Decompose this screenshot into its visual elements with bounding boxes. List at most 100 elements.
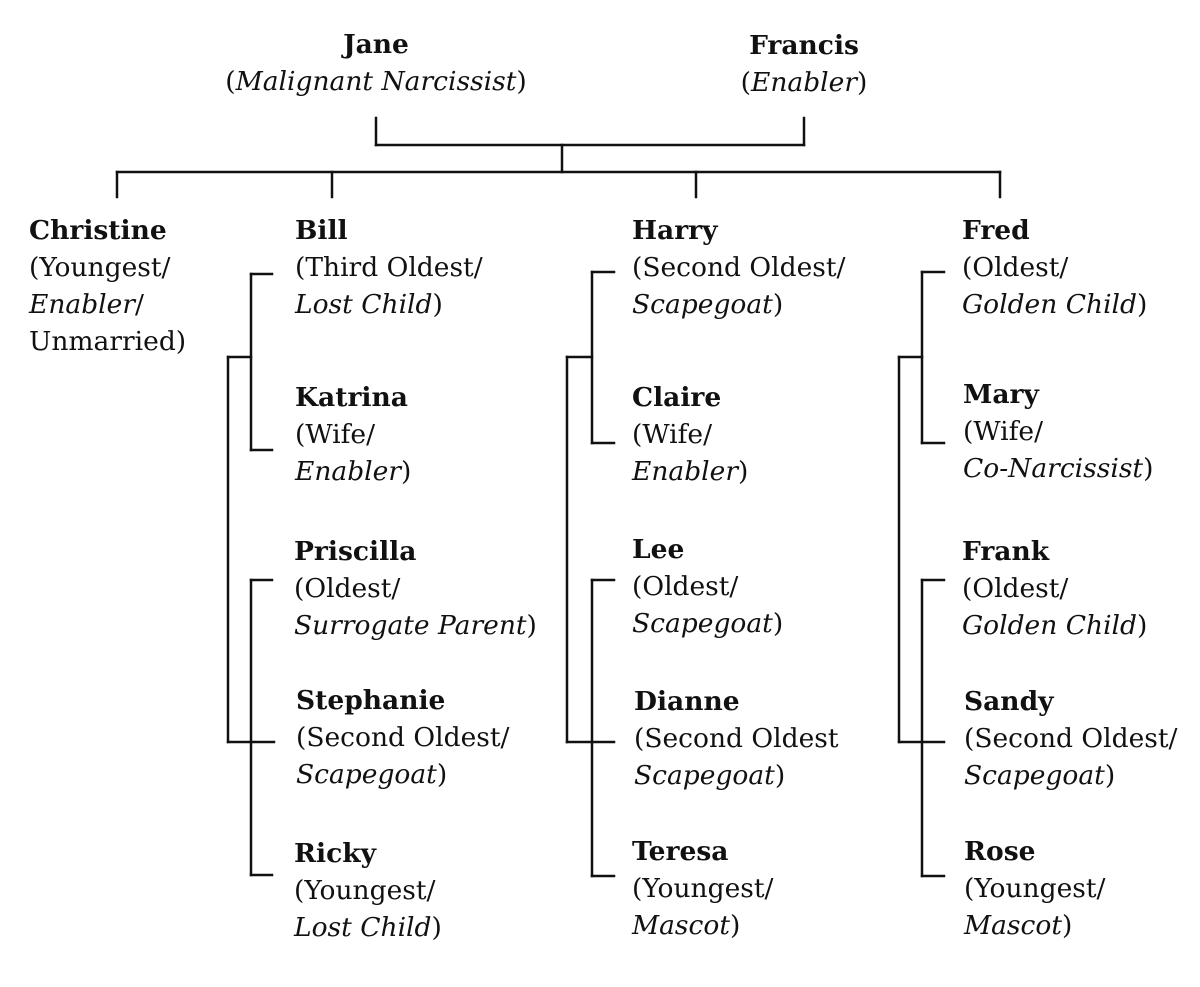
person-role-line: (Second Oldest <box>634 720 839 757</box>
person-role-line: (Youngest/ <box>632 870 773 907</box>
role-text: ) <box>1137 289 1148 320</box>
person-bill: Bill (Third Oldest/Lost Child) <box>295 212 483 323</box>
role-label: Lost Child <box>295 289 433 320</box>
role-text: ) <box>772 608 784 639</box>
role-text: ) <box>1104 760 1116 791</box>
role-text: (Second Oldest/ <box>964 723 1178 754</box>
role-label: Surrogate Parent <box>294 610 527 641</box>
person-role-line: (Second Oldest/ <box>964 720 1177 757</box>
role-text: ) <box>1143 453 1154 484</box>
role-text: ) <box>729 910 741 941</box>
person-role-line: Golden Child) <box>962 286 1147 323</box>
person-harry: Harry (Second Oldest/Scapegoat) <box>632 212 845 323</box>
person-name: Lee <box>632 534 685 565</box>
person-sandy: Sandy (Second Oldest/Scapegoat) <box>964 683 1177 794</box>
person-name: Sandy <box>964 686 1054 717</box>
role-text: ) <box>1137 610 1148 641</box>
role-text: ) <box>526 610 537 641</box>
person-role-line: Scapegoat) <box>632 605 783 642</box>
person-francis: Francis(Enabler) <box>704 27 904 101</box>
person-role-line: (Second Oldest/ <box>632 249 845 286</box>
role-text: (Third Oldest/ <box>295 252 483 283</box>
person-role-line: (Youngest/ <box>294 872 442 909</box>
role-label: Lost Child <box>294 912 432 943</box>
role-text: (Wife/ <box>295 419 376 450</box>
role-text: ) <box>516 66 527 97</box>
role-text: ) <box>401 456 412 487</box>
person-role-line: (Youngest/ <box>29 249 186 286</box>
person-role-line: Scapegoat) <box>634 757 839 794</box>
person-name: Stephanie <box>296 685 446 716</box>
person-name: Priscilla <box>294 536 417 567</box>
person-name: Bill <box>295 215 348 246</box>
person-teresa: Teresa (Youngest/Mascot) <box>632 833 773 944</box>
person-role-line: Lost Child) <box>295 286 483 323</box>
role-label: Malignant Narcissist <box>235 66 517 97</box>
person-christine: Christine(Youngest/Enabler/Unmarried) <box>29 212 186 360</box>
person-role-line: Co-Narcissist) <box>963 450 1153 487</box>
role-label: Scapegoat <box>964 760 1105 791</box>
role-text: ) <box>857 67 868 98</box>
person-role-line: (Wife/ <box>295 416 411 453</box>
person-role-line: (Oldest/ <box>294 570 537 607</box>
role-text: (Oldest/ <box>962 573 1069 604</box>
role-label: Enabler <box>295 456 401 487</box>
role-text: (Wife/ <box>963 416 1044 447</box>
role-text: ( <box>225 66 236 97</box>
role-text: (Second Oldest/ <box>632 252 846 283</box>
person-claire: Claire(Wife/Enabler) <box>632 379 748 490</box>
role-text: (Second Oldest/ <box>296 722 510 753</box>
person-role-line: Scapegoat) <box>632 286 845 323</box>
role-text: ) <box>772 289 784 320</box>
role-label: Co-Narcissist <box>963 453 1144 484</box>
role-label: Enabler <box>751 67 857 98</box>
person-role-line: Unmarried) <box>29 323 186 360</box>
role-text: Unmarried) <box>29 326 187 357</box>
role-text: (Wife/ <box>632 419 713 450</box>
person-role-line: Mascot) <box>632 907 773 944</box>
person-role: (Malignant Narcissist) <box>206 63 546 100</box>
role-label: Mascot <box>632 910 730 941</box>
person-role-line: (Oldest/ <box>962 570 1147 607</box>
role-text: / <box>135 289 144 320</box>
person-name: Harry <box>632 215 718 246</box>
role-label: Scapegoat <box>632 289 773 320</box>
role-label: Golden Child <box>962 289 1137 320</box>
role-text: (Oldest/ <box>632 571 739 602</box>
person-role-line: (Second Oldest/ <box>296 719 509 756</box>
role-text: ) <box>436 759 448 790</box>
person-role-line: (Oldest/ <box>962 249 1147 286</box>
role-text: (Youngest/ <box>29 252 171 283</box>
person-name: Katrina <box>295 382 408 413</box>
role-label: Enabler <box>29 289 135 320</box>
person-priscilla: Priscilla(Oldest/Surrogate Parent) <box>294 533 537 644</box>
person-name: Francis <box>749 30 859 61</box>
person-name: Ricky <box>294 838 376 869</box>
person-role-line: (Third Oldest/ <box>295 249 483 286</box>
person-name: Dianne <box>634 686 740 717</box>
person-role-line: Scapegoat) <box>964 757 1177 794</box>
person-mary: Mary(Wife/Co-Narcissist) <box>963 376 1153 487</box>
role-text: (Youngest/ <box>632 873 774 904</box>
person-jane: Jane(Malignant Narcissist) <box>206 26 546 100</box>
person-role-line: (Oldest/ <box>632 568 783 605</box>
person-name: Jane <box>343 29 409 60</box>
person-role: (Enabler) <box>704 64 904 101</box>
person-name: Teresa <box>632 836 729 867</box>
person-role-line: Lost Child) <box>294 909 442 946</box>
role-text: ) <box>431 912 442 943</box>
person-name: Frank <box>962 536 1050 567</box>
person-role-line: Enabler) <box>632 453 748 490</box>
role-text: ) <box>1061 910 1073 941</box>
person-role-line: (Wife/ <box>632 416 748 453</box>
role-text: (Oldest/ <box>962 252 1069 283</box>
person-frank: Frank(Oldest/Golden Child) <box>962 533 1147 644</box>
role-label: Scapegoat <box>632 608 773 639</box>
person-role-line: (Youngest/ <box>964 870 1105 907</box>
person-role-line: (Wife/ <box>963 413 1153 450</box>
role-text: (Second Oldest <box>634 723 839 754</box>
person-rose: Rose(Youngest/Mascot) <box>964 833 1105 944</box>
